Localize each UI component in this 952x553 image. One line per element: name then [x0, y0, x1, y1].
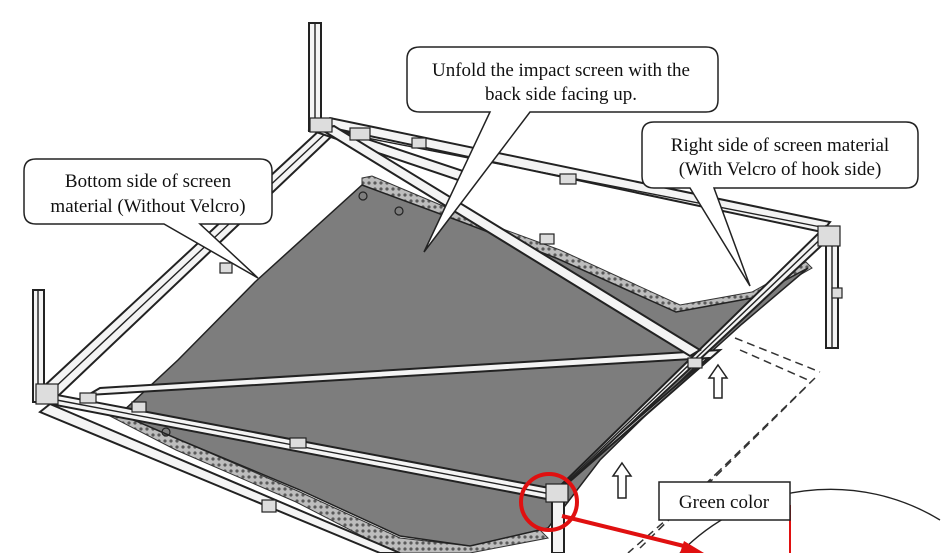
callout-unfold: Unfold the impact screen with the back s… — [406, 46, 719, 253]
up-arrow-icon — [707, 363, 729, 399]
highlight-arrow — [561, 514, 693, 550]
highlight-arrow-head — [680, 541, 704, 553]
frame-clips — [35, 117, 843, 513]
callout-unfold-line2: back side facing up. — [485, 84, 637, 105]
grommet — [394, 206, 404, 216]
grommet — [358, 191, 368, 201]
callout-bottom-line2: material (Without Velcro) — [50, 196, 245, 217]
highlight-circle-icon — [519, 472, 579, 532]
callout-unfold-line1: Unfold the impact screen with the — [432, 60, 690, 81]
green-color-label-box: Green color — [658, 481, 791, 521]
callout-right-line2: (With Velcro of hook side) — [679, 159, 882, 180]
grommet — [161, 427, 171, 437]
green-color-label: Green color — [679, 492, 770, 513]
callout-bottom-line1: Bottom side of screen — [65, 171, 232, 192]
callout-right-side: Right side of screen material (With Velc… — [641, 121, 919, 287]
callout-right-line1: Right side of screen material — [671, 135, 889, 156]
up-arrow-icon — [611, 461, 633, 499]
callout-bottom-side: Bottom side of screen material (Without … — [23, 158, 273, 279]
detail-circle-outline — [679, 488, 941, 553]
